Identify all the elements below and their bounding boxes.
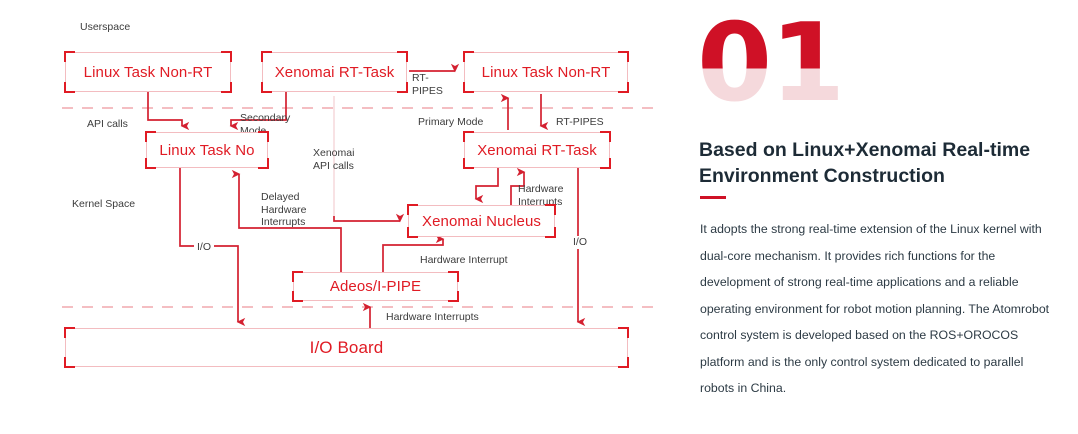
corner-top-left-icon (463, 131, 474, 142)
section-heading: Based on Linux+Xenomai Real-time Environ… (699, 139, 1031, 187)
corner-top-right-icon (545, 204, 556, 215)
description-panel: 01 Based on Linux+Xenomai Real-time Envi… (697, 0, 1078, 434)
edge-label-hardware-interrupt: Hardware Interrupt (420, 254, 508, 266)
node-label: Linux Task No (146, 132, 268, 168)
corner-top-right-icon (258, 131, 269, 142)
corner-top-left-icon (292, 271, 303, 282)
section-paragraph: It adopts the strong real-time extension… (700, 222, 1050, 395)
corner-bottom-right-icon (397, 82, 408, 93)
corner-top-left-icon (64, 51, 75, 62)
edge-label-io-left: I/O (194, 241, 215, 254)
edge-label-delayed-hardware-interrupts: Delayed Hardware Interrupts (261, 191, 307, 228)
corner-top-left-icon (64, 327, 75, 338)
edge-label-primary-mode: Primary Mode (418, 116, 484, 128)
node-linux-task-non-rt-top-right[interactable]: Linux Task Non-RT (463, 51, 629, 93)
corner-bottom-left-icon (64, 82, 75, 93)
corner-top-right-icon (448, 271, 459, 282)
node-linux-task-non-rt-top-left[interactable]: Linux Task Non-RT (64, 51, 232, 93)
section-number: 01 (697, 1, 845, 126)
node-label: I/O Board (65, 328, 628, 367)
node-linux-task-no[interactable]: Linux Task No (145, 131, 269, 169)
corner-top-right-icon (397, 51, 408, 62)
corner-bottom-right-icon (600, 158, 611, 169)
node-label: Xenomai Nucleus (408, 205, 555, 237)
corner-bottom-left-icon (407, 227, 418, 238)
corner-bottom-left-icon (463, 82, 474, 93)
node-label: Adeos/I-PIPE (293, 272, 458, 301)
architecture-diagram: Userspace API calls Kernel Space RT- PIP… (62, 21, 660, 368)
layer-label-api-calls: API calls (87, 118, 128, 130)
corner-bottom-left-icon (64, 357, 75, 368)
edge-xenomai-api-to-nucleus (333, 213, 405, 223)
edge-label-rt-pipes-right: RT-PIPES (556, 116, 604, 128)
layer-label-kernel-space: Kernel Space (72, 198, 136, 210)
node-label: Xenomai RT-Task (464, 132, 610, 168)
edge-adeos-to-nucleus (382, 234, 445, 272)
node-xenomai-rt-task-kernel[interactable]: Xenomai RT-Task (463, 131, 611, 169)
corner-top-left-icon (407, 204, 418, 215)
node-io-board[interactable]: I/O Board (64, 327, 629, 368)
corner-top-right-icon (600, 131, 611, 142)
corner-bottom-right-icon (258, 158, 269, 169)
edge-rttask-to-nucleus (474, 168, 499, 204)
corner-bottom-left-icon (292, 291, 303, 302)
node-label: Linux Task Non-RT (464, 52, 628, 92)
corner-bottom-right-icon (618, 357, 629, 368)
edge-topleft-to-linuxtaskno (147, 92, 190, 131)
edge-label-io-right: I/O (570, 236, 591, 249)
edge-adeos-delayed-to-linuxtaskno (231, 169, 342, 272)
corner-top-right-icon (618, 327, 629, 338)
corner-bottom-left-icon (261, 82, 272, 93)
corner-bottom-right-icon (448, 291, 459, 302)
edge-label-hardware-interrupts-bottom: Hardware Interrupts (386, 311, 479, 323)
corner-bottom-right-icon (545, 227, 556, 238)
node-label: Linux Task Non-RT (65, 52, 231, 92)
layer-label-userspace: Userspace (80, 21, 131, 33)
corner-top-left-icon (261, 51, 272, 62)
corner-bottom-right-icon (221, 82, 232, 93)
edge-xenomai-secondary-mode (229, 92, 287, 131)
node-xenomai-nucleus[interactable]: Xenomai Nucleus (407, 204, 556, 238)
edge-label-xenomai-api-calls: Xenomai API calls (313, 147, 355, 172)
corner-bottom-right-icon (618, 82, 629, 93)
corner-top-left-icon (145, 131, 156, 142)
corner-top-right-icon (221, 51, 232, 62)
edge-nucleus-to-rttask (510, 167, 526, 205)
edge-label-rt-pipes-top: RT- PIPES (412, 72, 443, 97)
corner-bottom-left-icon (145, 158, 156, 169)
node-adeos-i-pipe[interactable]: Adeos/I-PIPE (292, 271, 459, 302)
corner-top-left-icon (463, 51, 474, 62)
corner-top-right-icon (618, 51, 629, 62)
node-label: Xenomai RT-Task (262, 52, 407, 92)
node-xenomai-rt-task-top[interactable]: Xenomai RT-Task (261, 51, 408, 93)
corner-bottom-left-icon (463, 158, 474, 169)
heading-divider (700, 196, 726, 199)
